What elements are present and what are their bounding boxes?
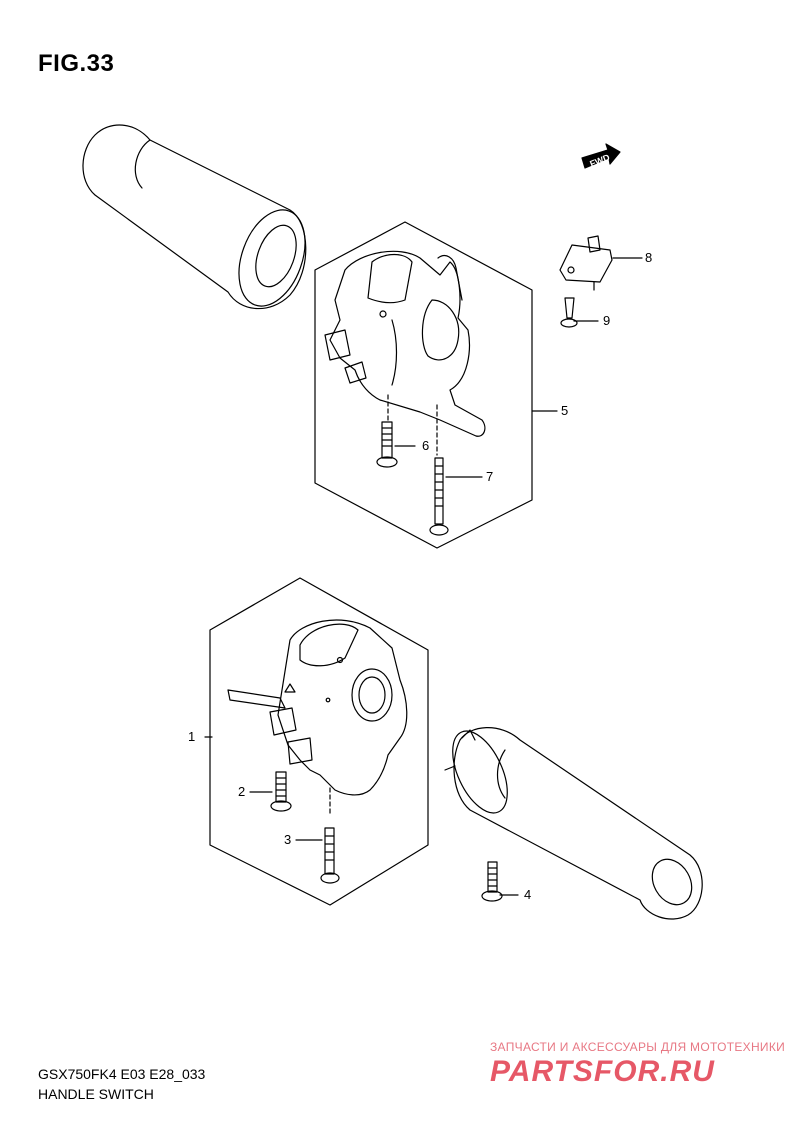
screw-4-drawing <box>481 861 503 902</box>
right-switch-housing-drawing <box>227 619 408 816</box>
left-grip-drawing <box>82 124 307 310</box>
screw-7-drawing <box>429 457 449 536</box>
callout-7: 7 <box>486 469 494 484</box>
diagram-code: GSX750FK4 E03 E28_033 <box>38 1066 206 1082</box>
left-switch-housing-drawing <box>324 250 486 456</box>
screw-9-drawing <box>560 297 578 328</box>
callout-9: 9 <box>603 313 611 328</box>
callout-2: 2 <box>238 784 246 799</box>
callout-8: 8 <box>645 250 653 265</box>
callout-1: 1 <box>188 729 196 744</box>
right-grip-drawing <box>444 727 703 920</box>
screw-2-drawing <box>270 771 292 812</box>
part-8-drawing <box>559 235 613 291</box>
figure-title: FIG.33 <box>38 50 115 77</box>
upper-switch-box <box>314 221 533 549</box>
callout-6: 6 <box>422 438 430 453</box>
watermark-tagline: ЗАПЧАСТИ И АКСЕССУАРЫ ДЛЯ МОТОТЕХНИКИ <box>490 1040 786 1054</box>
diagram-caption: HANDLE SWITCH <box>38 1086 154 1102</box>
screw-6-drawing <box>376 421 398 468</box>
callout-3: 3 <box>284 832 292 847</box>
fwd-arrow-drawing <box>581 143 621 169</box>
leader-lines <box>204 257 643 896</box>
screw-3-drawing <box>320 827 340 884</box>
lower-switch-box <box>209 577 429 906</box>
callout-5: 5 <box>561 403 569 418</box>
watermark-logo[interactable]: PARTSFOR.RU <box>490 1055 715 1088</box>
callout-4: 4 <box>524 887 532 902</box>
